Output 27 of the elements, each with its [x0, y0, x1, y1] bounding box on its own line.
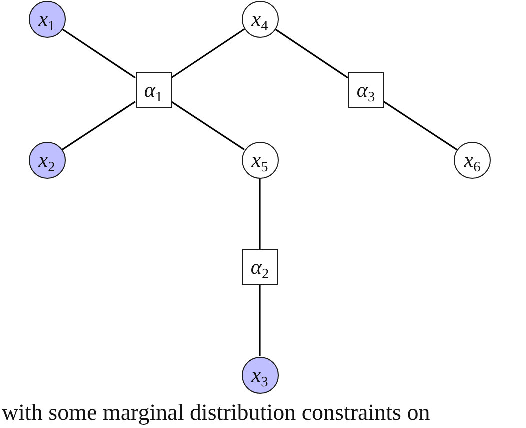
variable-node: [242, 356, 278, 394]
factor-node: [136, 72, 172, 108]
factor-node: [242, 249, 278, 285]
variable-label: x$_{4}$: [252, 8, 268, 30]
factor-label: α$_{2}$: [250, 256, 270, 278]
variable-label: x$_{6}$: [464, 150, 481, 170]
connector-line: [171, 28, 246, 79]
variable-label: x$_{5}$: [252, 150, 268, 170]
variable-label: x$_{1}$: [38, 8, 56, 30]
connector-line: [171, 101, 245, 150]
variable-label: x$_{2}$: [38, 150, 56, 170]
connector-line: [274, 28, 348, 79]
variable-node: [28, 142, 66, 178]
factor-label: α$_{3}$: [356, 80, 376, 100]
variable-label: x$_{3}$: [252, 364, 268, 386]
connector-line: [62, 101, 136, 150]
variable-node: [28, 0, 66, 38]
connector-line: [259, 178, 261, 249]
connector-line: [259, 285, 261, 356]
connector-line: [384, 101, 458, 150]
variable-node: [242, 0, 278, 38]
variable-node: [242, 142, 278, 178]
factor-label: α$_{1}$: [144, 80, 163, 100]
caption: with some marginal distribution constraints on: [2, 400, 430, 426]
factor-node: [348, 72, 384, 108]
variable-node: [454, 142, 491, 178]
connector-line: [62, 28, 136, 79]
